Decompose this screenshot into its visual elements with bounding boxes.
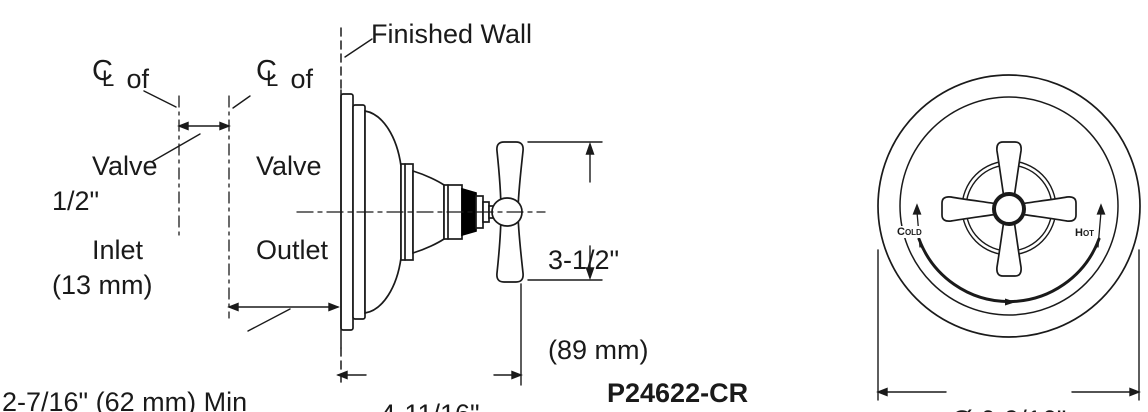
- inlet-label-leader: [143, 90, 177, 108]
- projection-dimension-label: 4-11/16" (119 mm): [335, 344, 525, 412]
- depth-dim-leader: [247, 308, 291, 332]
- escutcheon-outer-circle: [877, 74, 1141, 338]
- dim-wall-depth: [227, 302, 340, 312]
- hot-label: Hot: [1074, 227, 1096, 239]
- dim-handle-diameter: [527, 141, 603, 281]
- part-number: P24622-CR: [607, 378, 749, 408]
- hot-arrow-line: [1097, 211, 1102, 248]
- dim-projection: [336, 283, 523, 386]
- escutcheon-diameter-dimension-label: Ø 6-9/16" (167 mm): [914, 350, 1104, 412]
- hot-arrow-head-icon: [1096, 203, 1106, 215]
- escutcheon-front-view: [877, 74, 1141, 338]
- escutcheon-inner-circle: [899, 96, 1119, 316]
- cold-label: Cold: [896, 226, 923, 238]
- leader-lines: [143, 38, 373, 332]
- dim-inlet-outlet-offset: [177, 121, 231, 131]
- finished-wall-leader: [344, 38, 373, 58]
- cold-arrow-head-icon: [912, 203, 922, 215]
- offset-dim-leader: [152, 133, 201, 162]
- handle-diameter-dimension-label: 3-1/2" (89 mm): [548, 245, 649, 365]
- arc-arrow-icon: [1005, 298, 1016, 306]
- finished-wall-label: Finished Wall: [371, 19, 533, 49]
- dim-escutcheon-diameter: [876, 249, 1141, 401]
- offset-dimension-label: 1/2" (13 mm): [52, 186, 153, 300]
- handle-center-ring: [992, 192, 1026, 226]
- outlet-label-leader: [232, 95, 251, 109]
- wall-depth-dimension-label: 2-7/16" (62 mm) Min 3-3/4" (95 mm) Max: [2, 387, 248, 412]
